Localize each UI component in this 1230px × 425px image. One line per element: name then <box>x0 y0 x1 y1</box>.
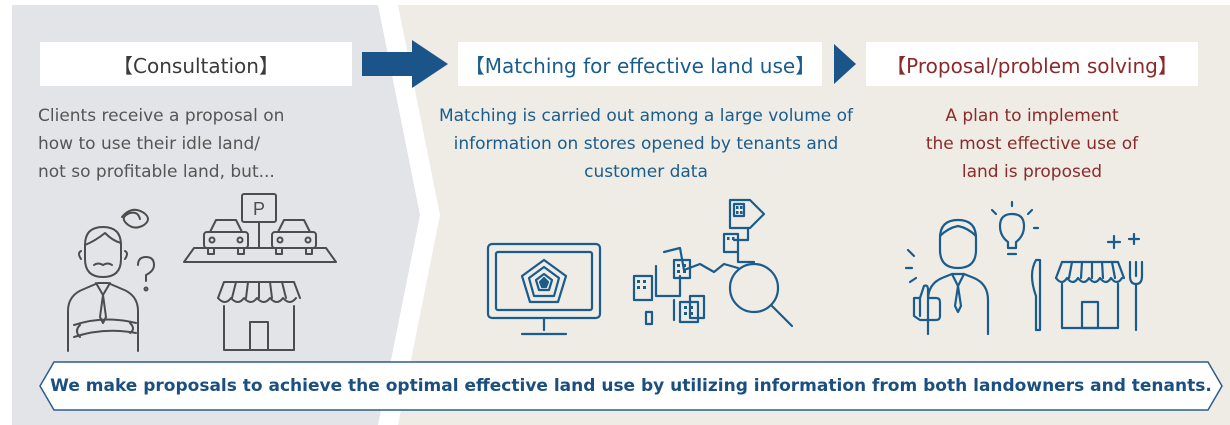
window-dots <box>637 206 743 315</box>
arrow-small-icon <box>834 44 856 84</box>
description-line: A plan to implement <box>945 106 1119 126</box>
description-line: Clients receive a proposal on <box>38 106 285 126</box>
description-line: the most effective use of <box>925 134 1139 154</box>
step-title-consultation: 【Consultation】 <box>40 42 352 86</box>
restaurant-store-icon <box>1030 232 1144 332</box>
right-panel <box>398 5 1230 425</box>
description-line: how to use their idle land/ <box>38 134 260 154</box>
radar-monitor-icon <box>486 242 602 336</box>
thumbs-up-person-icon <box>904 218 990 336</box>
bottom-banner: We make proposals to achieve the optimal… <box>40 362 1222 410</box>
description-line: land is proposed <box>961 162 1103 182</box>
thinking-landowner-icon <box>67 208 155 352</box>
parking-lot-icon: P <box>183 193 337 263</box>
building-map-icon <box>632 198 794 328</box>
step-title-text: 【Matching for effective land use】 <box>464 53 816 78</box>
arrow-big-icon <box>362 40 448 88</box>
step-title-proposal: 【Proposal/problem solving】 <box>866 42 1198 86</box>
storefront-icon <box>217 281 301 351</box>
step-description-matching: Matching is carried out among a large vo… <box>418 102 874 186</box>
step-description-consultation: Clients receive a proposal on how to use… <box>38 102 284 186</box>
description-line: information on stores opened by tenants … <box>453 134 839 154</box>
banner-text: We make proposals to achieve the optimal… <box>50 376 1212 396</box>
parking-sign-letter: P <box>253 199 265 219</box>
description-line: not so profitable land, but... <box>38 162 275 182</box>
lightbulb-icon <box>990 200 1040 256</box>
step-description-proposal: A plan to implement the most effective u… <box>880 102 1184 186</box>
step-title-text: 【Consultation】 <box>113 53 279 78</box>
description-line: Matching is carried out among a large vo… <box>438 106 854 126</box>
step-title-matching: 【Matching for effective land use】 <box>458 42 822 86</box>
description-line: customer data <box>584 162 708 182</box>
step-title-text: 【Proposal/problem solving】 <box>886 53 1178 78</box>
